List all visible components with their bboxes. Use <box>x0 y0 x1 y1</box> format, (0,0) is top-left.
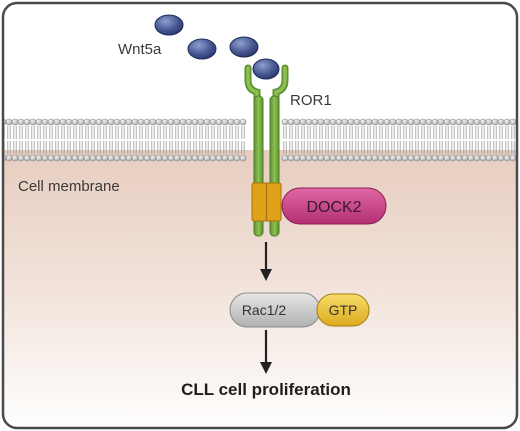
wnt5a-ligands <box>154 14 259 60</box>
cll-proliferation-label: CLL cell proliferation <box>181 380 351 399</box>
wnt5a-molecule <box>229 36 259 58</box>
down-arrow-icon <box>260 242 272 281</box>
cell-membrane-label: Cell membrane <box>18 178 120 195</box>
ror1-label: ROR1 <box>290 92 332 109</box>
rac-gtp-complex: Rac1/2 GTP <box>229 292 370 328</box>
down-arrow-icon <box>260 330 272 374</box>
wnt5a-molecule <box>187 38 217 60</box>
rac-label: Rac1/2 <box>242 302 287 318</box>
wnt5a-bound-molecule <box>252 58 280 80</box>
wnt5a-label: Wnt5a <box>118 41 162 58</box>
ror1-receptor <box>244 64 289 237</box>
dock2-node: DOCK2 <box>281 187 387 225</box>
lipid-bilayer-icon <box>3 118 517 162</box>
dock2-label: DOCK2 <box>306 199 361 216</box>
gtp-label: GTP <box>329 302 358 318</box>
wnt5a-molecule <box>154 14 184 36</box>
gtp-node <box>316 293 370 327</box>
